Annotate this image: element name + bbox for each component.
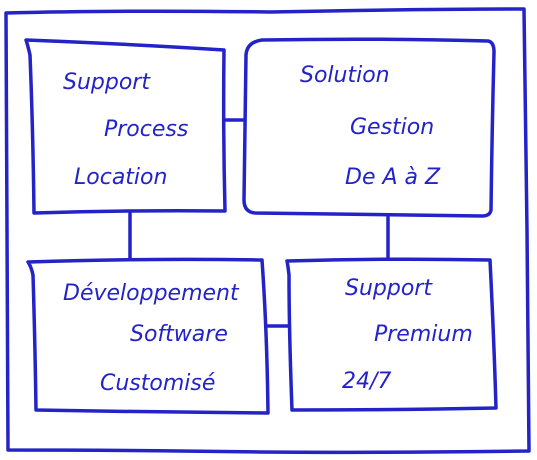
box-support-premium-line-3: 24/7 — [342, 369, 391, 394]
box-solution-gestion-line-3: De A à Z — [345, 165, 441, 190]
box-support-premium: Support Premium 24/7 — [285, 257, 498, 412]
box-solution-gestion-line-2: Gestion — [350, 115, 434, 140]
box-developpement-software-line-2: Software — [130, 322, 228, 347]
box-developpement-software: Développement Software Customisé — [26, 257, 270, 415]
outer-frame — [4, 7, 531, 455]
box-support-process: Support Process Location — [24, 38, 227, 215]
box-solution-gestion-line-1: Solution — [300, 63, 390, 88]
box-support-premium-line-2: Premium — [374, 322, 473, 347]
box-support-process-line-1: Support — [63, 70, 151, 95]
box-support-premium-line-1: Support — [345, 276, 433, 301]
box-support-process-line-2: Process — [104, 117, 188, 142]
box-developpement-software-line-1: Développement — [63, 281, 240, 306]
box-developpement-software-line-3: Customisé — [100, 371, 215, 396]
box-solution-gestion: Solution Gestion De A à Z — [242, 37, 496, 218]
box-support-process-line-3: Location — [74, 165, 167, 190]
